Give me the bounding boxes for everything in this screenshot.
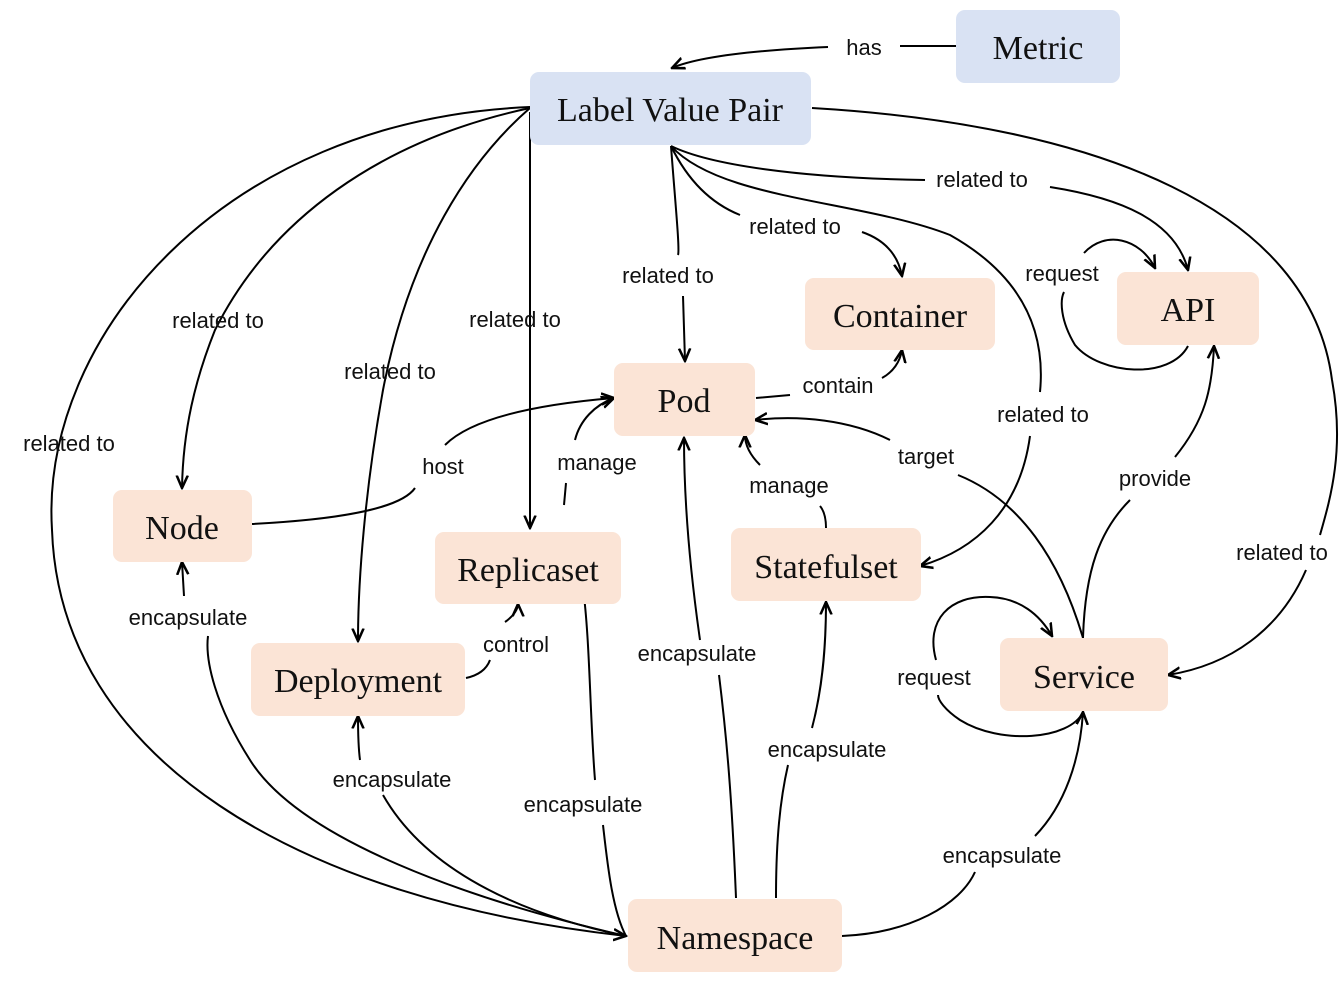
node-label-value-pair-label: Label Value Pair xyxy=(557,92,784,129)
edge-replicaset-manage-pod xyxy=(563,398,614,506)
edge-namespace-service xyxy=(841,712,1083,937)
edge-label-lvp-container: related to xyxy=(749,214,841,239)
node-label-value-pair: Label Value Pair xyxy=(530,72,811,145)
edges xyxy=(50,45,1339,937)
node-metric: Metric xyxy=(956,10,1120,83)
node-statefulset-label: Statefulset xyxy=(754,549,898,586)
node-deployment-label: Deployment xyxy=(274,663,443,700)
nodes: Metric Label Value Pair Container API Po… xyxy=(113,10,1259,972)
edge-namespace-deployment xyxy=(358,716,627,937)
edge-label-api-request: request xyxy=(1025,261,1098,286)
edge-label-encapsulate-service: encapsulate xyxy=(943,843,1062,868)
edge-lvp-api xyxy=(670,145,1188,270)
edge-labels: has related to related to related to rel… xyxy=(23,35,1328,868)
edge-lvp-container xyxy=(670,145,902,276)
edge-label-contain: contain xyxy=(803,373,874,398)
edge-deployment-control-replicaset xyxy=(465,604,518,679)
edge-label-lvp-pod: related to xyxy=(622,263,714,288)
edge-label-host: host xyxy=(422,454,464,479)
edge-service-target-pod xyxy=(755,418,1084,639)
node-container: Container xyxy=(805,278,995,350)
edge-label-service-request: request xyxy=(897,665,970,690)
node-pod: Pod xyxy=(614,363,755,436)
node-service: Service xyxy=(1000,638,1168,711)
edge-label-encapsulate-statefulset: encapsulate xyxy=(768,737,887,762)
node-node: Node xyxy=(113,490,252,562)
edge-service-provide-api xyxy=(1082,346,1214,639)
edge-label-has: has xyxy=(846,35,881,60)
node-service-label: Service xyxy=(1033,659,1135,696)
node-node-label: Node xyxy=(145,510,219,547)
edge-label-lvp-namespace: related to xyxy=(23,431,115,456)
edge-label-lvp-deployment: related to xyxy=(344,359,436,384)
node-replicaset: Replicaset xyxy=(435,532,621,604)
edge-statefulset-manage-pod xyxy=(745,435,827,529)
edge-api-request-self xyxy=(1060,238,1189,371)
node-pod-label: Pod xyxy=(658,383,711,420)
edge-label-replicaset-manage: manage xyxy=(557,450,637,475)
edge-label-lvp-service: related to xyxy=(1236,540,1328,565)
node-metric-label: Metric xyxy=(993,30,1084,67)
node-namespace-label: Namespace xyxy=(657,920,814,957)
edge-lvp-pod xyxy=(670,145,685,361)
node-deployment: Deployment xyxy=(251,643,465,716)
edge-label-lvp-statefulset: related to xyxy=(997,402,1089,427)
edge-namespace-pod xyxy=(684,438,737,899)
edge-label-provide: provide xyxy=(1119,466,1191,491)
edge-lvp-statefulset xyxy=(670,145,1042,566)
edge-metric-has-lvp xyxy=(672,45,956,68)
edge-label-target: target xyxy=(898,444,954,469)
node-api: API xyxy=(1117,272,1259,345)
edge-namespace-statefulset xyxy=(775,602,826,899)
node-replicaset-label: Replicaset xyxy=(457,552,599,589)
edge-label-encapsulate-deployment: encapsulate xyxy=(333,767,452,792)
edge-label-encapsulate-pod: encapsulate xyxy=(638,641,757,666)
node-namespace: Namespace xyxy=(628,899,842,972)
edge-node-host-pod xyxy=(251,398,614,525)
edge-label-lvp-api: related to xyxy=(936,167,1028,192)
edge-label-statefulset-manage: manage xyxy=(749,473,829,498)
node-container-label: Container xyxy=(833,298,968,335)
edge-label-control: control xyxy=(483,632,549,657)
edge-pod-contain-container xyxy=(755,350,902,399)
node-statefulset: Statefulset xyxy=(731,528,921,601)
edge-label-lvp-replicaset: related to xyxy=(469,307,561,332)
edge-namespace-node xyxy=(182,562,627,937)
edge-label-lvp-node: related to xyxy=(172,308,264,333)
edge-namespace-replicaset xyxy=(583,588,627,937)
edge-lvp-deployment xyxy=(358,107,531,641)
edge-service-request-self xyxy=(932,595,1084,738)
edge-lvp-namespace xyxy=(50,106,626,936)
edge-lvp-node xyxy=(182,107,531,488)
node-api-label: API xyxy=(1161,292,1216,329)
edge-lvp-service xyxy=(811,107,1339,675)
edge-label-encapsulate-node: encapsulate xyxy=(129,605,248,630)
edge-label-encapsulate-replicaset: encapsulate xyxy=(524,792,643,817)
